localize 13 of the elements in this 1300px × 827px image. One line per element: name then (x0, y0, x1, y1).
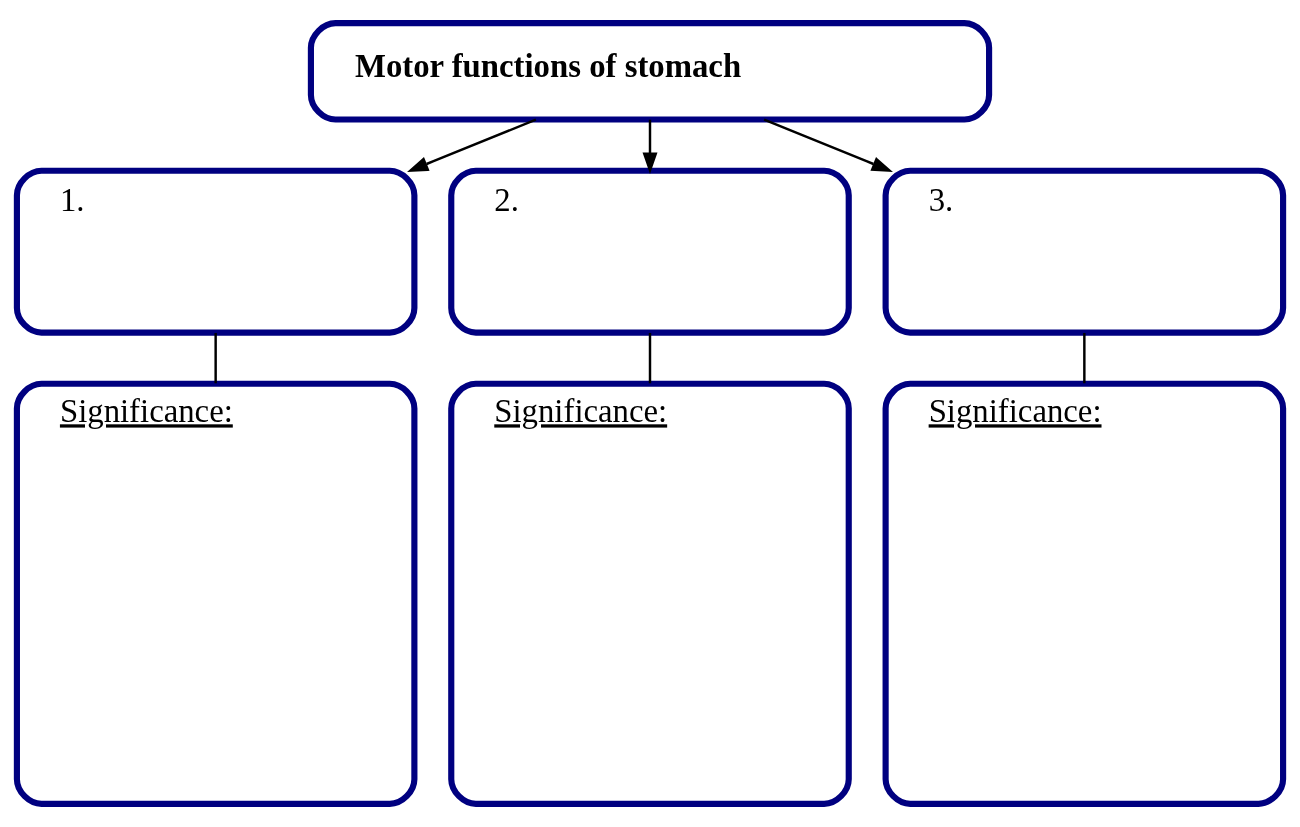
node-box: Significance: (882, 380, 1287, 807)
arrow (763, 118, 893, 172)
arrow (407, 118, 537, 172)
connector (648, 332, 652, 384)
node-box: Motor functions of stomach (307, 20, 993, 123)
arrow (642, 119, 658, 174)
node-box: Significance: (13, 380, 418, 807)
connector (214, 332, 217, 384)
node-box: Significance: (448, 380, 852, 807)
connector (1083, 332, 1086, 384)
node-box: 2. (448, 167, 852, 336)
node-box: 3. (882, 167, 1287, 336)
node-box: 1. (13, 167, 418, 336)
